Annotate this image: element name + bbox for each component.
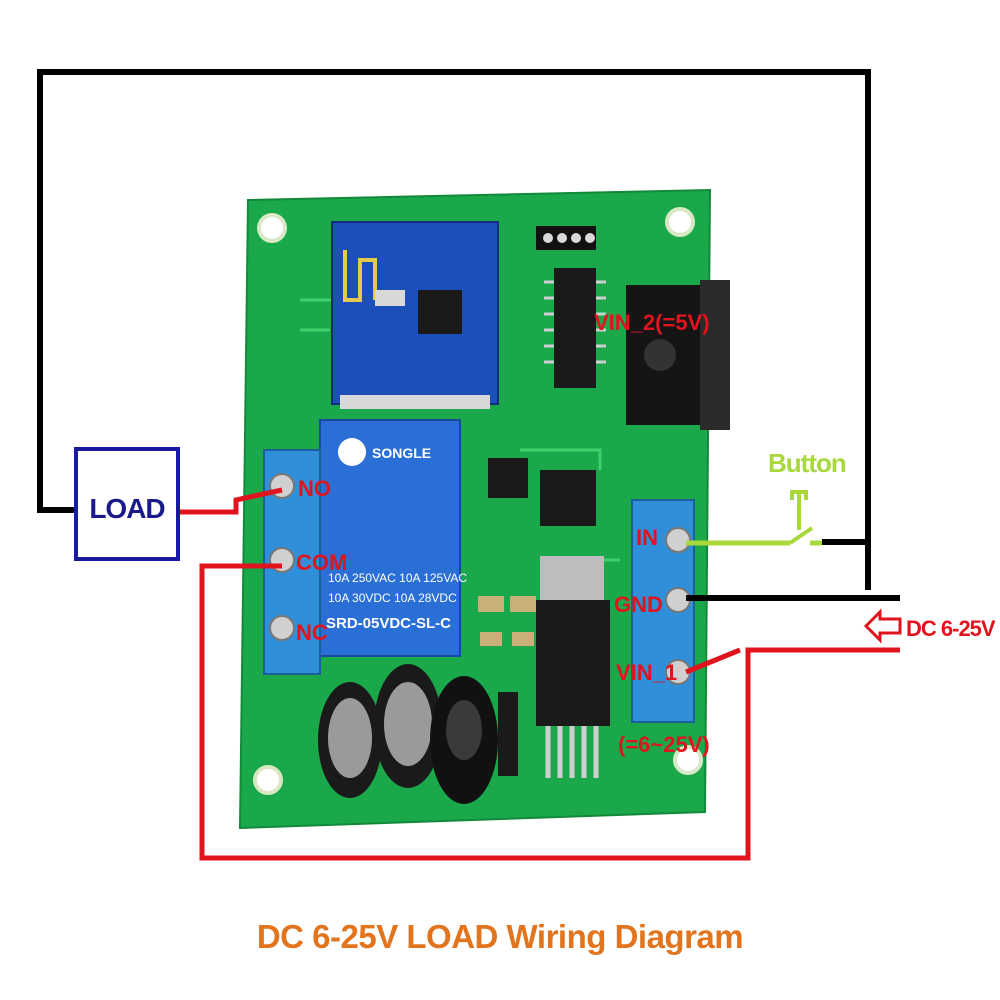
red-wire-vin1 xyxy=(685,647,741,675)
load-label: LOAD xyxy=(89,493,165,524)
label-no: NO xyxy=(298,476,331,501)
relay-rating-line-1: 10A 250VAC 10A 125VAC xyxy=(328,571,467,585)
mounting-hole xyxy=(253,765,283,795)
bluetooth-module xyxy=(331,221,499,409)
label-vin2: VIN_2(=5V) xyxy=(594,310,710,335)
red-wire-com-loop xyxy=(199,563,900,861)
terminal-screw-in[interactable] xyxy=(665,527,691,553)
relay-brand: SONGLE xyxy=(372,445,431,461)
terminal-screw-no[interactable] xyxy=(269,473,295,499)
relay: SONGLE 10A 250VAC 10A 125VAC 10A 30VDC 1… xyxy=(319,419,467,657)
red-wire-no xyxy=(178,487,283,515)
label-vin1-range: (=6~25V) xyxy=(618,732,710,757)
load-box xyxy=(74,447,180,561)
voltage-regulator xyxy=(536,556,610,778)
tsp-header xyxy=(536,226,596,250)
button-label: Button xyxy=(768,448,846,478)
label-com: COM xyxy=(296,550,347,575)
button-switch[interactable] xyxy=(788,490,814,545)
label-nc: NC xyxy=(296,620,328,645)
mounting-hole xyxy=(257,213,287,243)
relay-rating-line-2: 10A 30VDC 10A 28VDC xyxy=(328,591,457,605)
dc-jack xyxy=(626,280,730,430)
label-in: IN xyxy=(636,525,658,550)
input-terminal-block xyxy=(631,499,695,723)
mounting-hole xyxy=(665,207,695,237)
power-label: DC 6-25V xyxy=(906,616,996,641)
label-vin1: VIN_1 xyxy=(616,660,677,685)
ic-chip xyxy=(544,268,606,388)
smd-components xyxy=(478,458,596,776)
capacitors xyxy=(318,664,442,798)
black-wire-loop xyxy=(37,69,871,590)
inductor xyxy=(430,676,498,804)
terminal-screw-nc[interactable] xyxy=(269,615,295,641)
power-arrow-icon xyxy=(863,608,902,644)
diagram-caption: DC 6-25V LOAD Wiring Diagram xyxy=(256,918,744,955)
mounting-hole xyxy=(673,745,703,775)
label-gnd: GND xyxy=(614,592,663,617)
relay-model: SRD-05VDC-SL-C xyxy=(326,615,451,632)
